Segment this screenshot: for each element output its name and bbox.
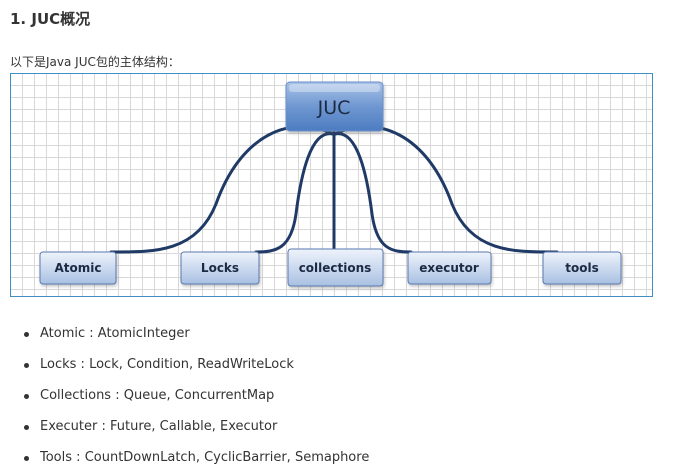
item-name: Locks — [40, 357, 77, 372]
child-node-collections — [287, 248, 384, 287]
connector-locks — [254, 132, 335, 254]
item-detail: Lock, Condition, ReadWriteLock — [89, 357, 294, 372]
child-node-atomic — [39, 251, 117, 285]
bullet-dot-icon — [24, 332, 29, 337]
child-node-executor — [407, 251, 492, 285]
bullet-dot-icon — [24, 363, 29, 368]
list-item-executer: Executer : Future, Callable, Executor — [24, 417, 369, 448]
child-node-locks — [180, 251, 260, 285]
item-separator: : — [111, 388, 124, 403]
child-node-label-atomic: Atomic — [55, 261, 102, 275]
list-item-locks: Locks : Lock, Condition, ReadWriteLock — [24, 355, 369, 386]
connector-executor — [333, 132, 413, 254]
child-node-tools — [542, 251, 622, 285]
section-heading: 1. JUC概况 — [10, 10, 91, 28]
child-node-label-tools: tools — [565, 261, 598, 275]
item-separator: : — [76, 357, 90, 372]
child-node-label-locks: Locks — [201, 261, 239, 275]
list-item-tools: Tools : CountDownLatch, CyclicBarrier, S… — [24, 448, 369, 470]
package-list: Atomic : AtomicInteger Locks : Lock, Con… — [24, 324, 369, 470]
item-detail: Queue, ConcurrentMap — [123, 388, 275, 403]
item-detail: CountDownLatch, CyclicBarrier, Semaphore — [84, 450, 370, 465]
diagram-canvas: JUC Atomic Locks collections executor to… — [39, 81, 622, 287]
bullet-dot-icon — [24, 425, 29, 430]
item-separator: : — [72, 450, 85, 465]
item-name: Executer — [40, 419, 98, 434]
child-node-label-collections: collections — [299, 261, 372, 275]
item-detail: Future, Callable, Executor — [110, 419, 278, 434]
bullet-dot-icon — [24, 394, 29, 399]
item-name: Atomic — [40, 326, 86, 341]
root-node-juc — [285, 81, 384, 132]
item-separator: : — [97, 419, 110, 434]
root-node-label: JUC — [317, 97, 351, 119]
item-name: Tools — [40, 450, 73, 465]
item-detail: AtomicInteger — [97, 326, 190, 341]
juc-structure-diagram: JUC Atomic Locks collections executor to… — [10, 73, 653, 297]
list-item-collections: Collections : Queue, ConcurrentMap — [24, 386, 369, 417]
intro-text: 以下是Java JUC包的主体结构： — [10, 55, 180, 69]
item-name: Collections — [40, 388, 112, 403]
connector-lines — [109, 125, 559, 254]
bullet-dot-icon — [24, 456, 29, 461]
item-separator: : — [85, 326, 98, 341]
child-node-label-executor: executor — [419, 261, 479, 275]
list-item-atomic: Atomic : AtomicInteger — [24, 324, 369, 355]
